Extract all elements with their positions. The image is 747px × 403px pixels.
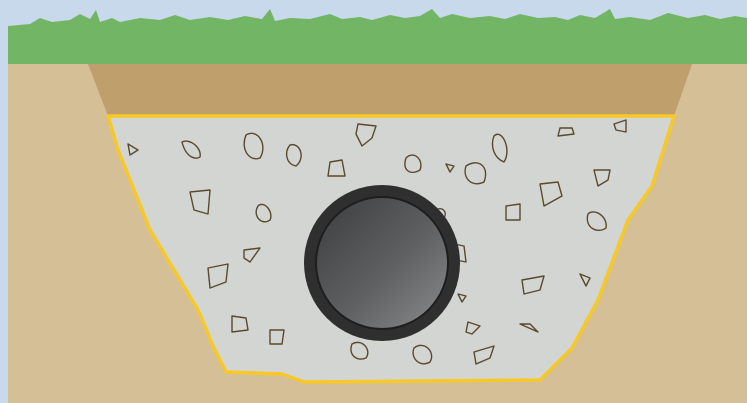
filter-fabric [106, 114, 676, 384]
pipe-inner-bore [315, 196, 449, 330]
gravel-stone [404, 154, 422, 174]
gravel-stone [586, 211, 607, 232]
gravel-stone [243, 132, 264, 160]
grass-layer [8, 9, 747, 64]
topsoil-backfill [88, 64, 692, 116]
gravel-stone [445, 163, 455, 173]
gravel-stone [181, 140, 201, 159]
gravel-stone [465, 321, 481, 335]
gravel-stone [539, 181, 563, 207]
gravel-stone [505, 203, 521, 221]
gravel-stone [557, 127, 575, 137]
drain-pipe [304, 185, 460, 341]
gravel-stone [593, 169, 611, 187]
gravel-stone [519, 323, 539, 333]
gravel-stone [521, 275, 545, 295]
gravel-stone [613, 119, 627, 133]
gravel-stone [464, 162, 487, 185]
gravel-stone [491, 133, 508, 163]
gravel-stone [579, 273, 591, 287]
gravel-stone [189, 189, 211, 215]
gravel-stones [127, 119, 627, 365]
gravel-stone [207, 263, 229, 289]
gravel-stone [127, 143, 139, 156]
gravel-stone [412, 344, 433, 365]
gravel-stone [350, 341, 369, 360]
gravel-stone [355, 123, 377, 147]
gravel-stone [457, 293, 467, 303]
gravel-stone [255, 203, 272, 223]
gravel-stone [327, 159, 346, 177]
gravel-stone [285, 144, 302, 167]
gravel-stone [243, 247, 261, 263]
gravel-stone [269, 329, 285, 345]
gravel-stone [231, 315, 249, 333]
gravel-stone [473, 345, 495, 365]
